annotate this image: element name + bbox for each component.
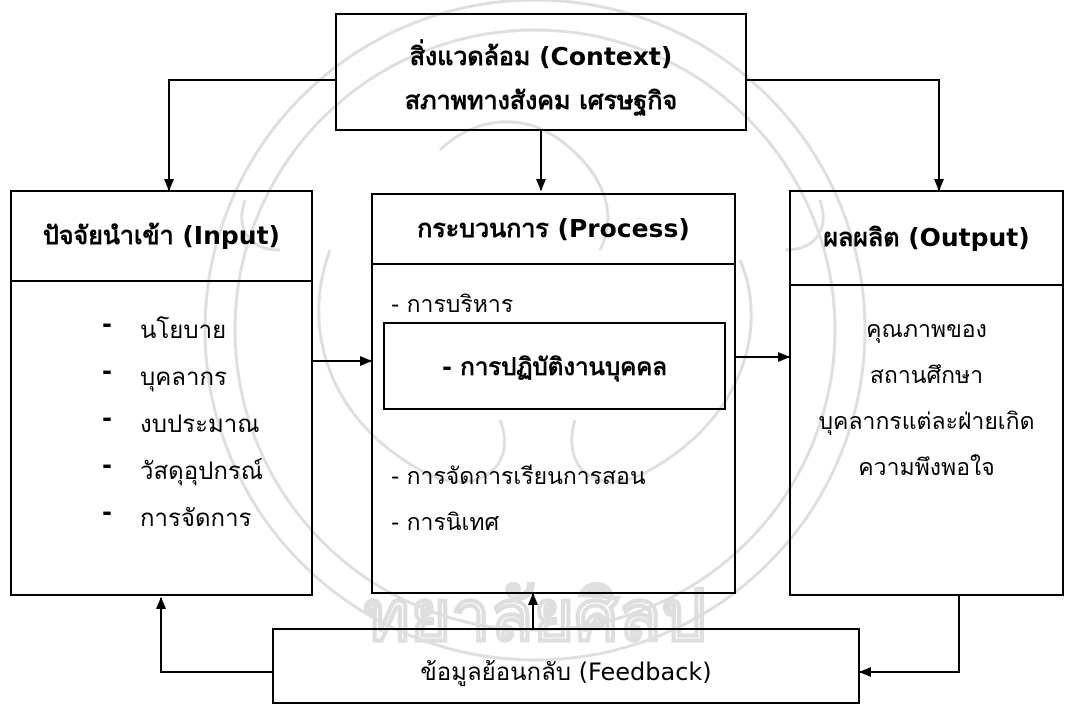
input-item-dash: - (102, 498, 112, 526)
input-box: ปัจจัยนำเข้า (Input) - นโยบาย - บุคลากร … (10, 190, 313, 596)
output-line: คุณภาพของ (866, 317, 987, 343)
output-title: ผลผลิต (Output) (791, 192, 1062, 286)
output-line: สถานศึกษา (869, 363, 984, 389)
input-item-label: วัสดุอุปกรณ์ (140, 457, 264, 485)
context-box: สิ่งแวดล้อม (Context) สภาพทางสังคม เศรษฐ… (335, 13, 747, 131)
arrow-context-to-input (164, 79, 335, 191)
arrow-feedback-to-input (156, 597, 272, 673)
input-title: ปัจจัยนำเข้า (Input) (12, 192, 311, 282)
input-item-label: งบประมาณ (140, 410, 260, 438)
context-title: สิ่งแวดล้อม (Context) (409, 42, 673, 71)
input-item-dash: - (102, 310, 112, 338)
input-item-label: การจัดการ (140, 504, 252, 532)
process-highlight-box: - การปฏิบัติงานบุคคล (383, 322, 726, 410)
output-box: ผลผลิต (Output) คุณภาพของ สถานศึกษา บุคล… (789, 190, 1064, 596)
context-subtitle: สภาพทางสังคม เศรษฐกิจ (404, 86, 678, 115)
process-title: กระบวนการ (Process) (373, 195, 734, 265)
output-line: บุคลากรแต่ละฝ่ายเกิด (818, 409, 1035, 435)
input-item-label: บุคลากร (140, 363, 227, 391)
process-item-supervision: - การนิเทศ (391, 510, 500, 536)
input-item-dash: - (102, 451, 112, 479)
input-item-dash: - (102, 404, 112, 432)
process-box: กระบวนการ (Process) - การบริหาร - การปฏิ… (371, 193, 736, 594)
feedback-label: ข้อมูลย้อนกลับ (Feedback) (420, 658, 712, 686)
feedback-box: ข้อมูลย้อนกลับ (Feedback) (272, 628, 860, 704)
process-item-admin: - การบริหาร (391, 292, 514, 318)
arrow-context-to-output (747, 79, 944, 191)
input-item-dash: - (102, 357, 112, 385)
output-line: ความพึงพอใจ (858, 455, 995, 481)
input-item-label: นโยบาย (140, 316, 227, 344)
process-item-teaching: - การจัดการเรียนการสอน (391, 464, 646, 490)
arrow-output-to-feedback (859, 596, 960, 677)
